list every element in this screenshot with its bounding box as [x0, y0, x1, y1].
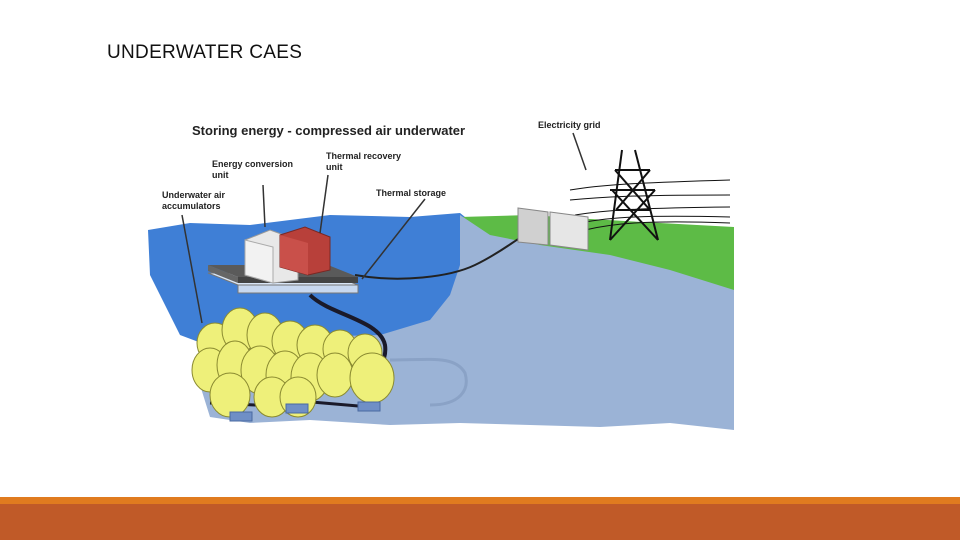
label-electricity-grid: Electricity grid: [538, 120, 601, 130]
electricity-pylon: [569, 149, 731, 241]
label-pointers: [181, 132, 587, 324]
grid-connection-box: [517, 207, 589, 251]
footer-accent-line: [0, 497, 960, 504]
label-thermal-recovery-line1: Thermal recovery: [326, 151, 401, 161]
caes-diagram: Storing energy - compressed air underwat…: [130, 105, 740, 435]
caes-illustration: Storing energy - compressed air underwat…: [148, 120, 734, 430]
accumulator-anchors: [229, 401, 381, 422]
label-energy-conversion-line1: Energy conversion: [212, 159, 293, 169]
label-energy-conversion-line2: unit: [212, 170, 229, 180]
label-accumulators-line2: accumulators: [162, 201, 221, 211]
diagram-heading: Storing energy - compressed air underwat…: [192, 123, 465, 138]
slide-title: UNDERWATER CAES: [107, 42, 303, 63]
label-accumulators-line1: Underwater air: [162, 190, 226, 200]
label-thermal-storage: Thermal storage: [376, 188, 446, 198]
footer-band: [0, 504, 960, 540]
underwater-air-accumulators: [191, 307, 395, 418]
seabed-ridge: [389, 357, 468, 407]
energy-platform: [207, 226, 359, 294]
power-cable: [354, 234, 526, 280]
label-thermal-recovery-line2: unit: [326, 162, 343, 172]
